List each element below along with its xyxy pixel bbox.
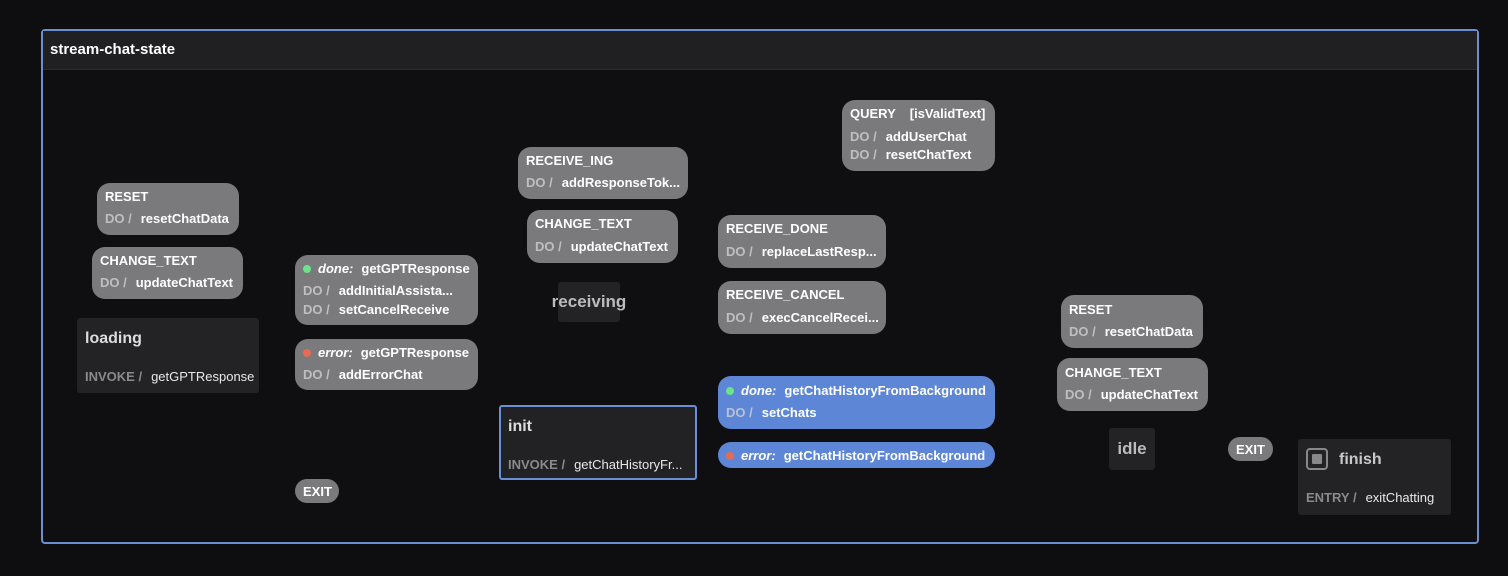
event-change-text-loading-label: CHANGE_TEXT [100,253,197,268]
state-init[interactable]: init INVOKE /getChatHistoryFr... [499,405,697,480]
event-query[interactable]: QUERY[isValidText] DO /addUserChat DO /r… [842,100,995,171]
state-receiving-name: receiving [551,292,627,311]
event-done-history-action: DO /setChats [726,405,817,420]
final-state-icon [1306,448,1328,470]
state-loading-invoke: INVOKE /getGPTResponse [85,369,255,384]
event-error-gpt-action: DO /addErrorChat [303,367,423,382]
event-reset-idle-label: RESET [1069,302,1113,317]
state-finish-name: finish [1339,451,1382,468]
event-receive-cancel-label: RECEIVE_CANCEL [726,287,845,302]
error-dot-icon [303,349,311,357]
event-exit-idle[interactable]: EXIT [1228,437,1273,461]
event-change-text-receiving[interactable]: CHANGE_TEXT DO /updateChatText [527,210,678,263]
event-receive-ing-action: DO /addResponseTok... [526,175,680,190]
done-dot-icon [726,387,734,395]
event-done-gpt-label: done:getGPTResponse [303,261,470,276]
event-reset-idle-action: DO /resetChatData [1069,324,1193,339]
event-reset-loading-action: DO /resetChatData [105,211,229,226]
state-finish[interactable]: finish ENTRY /exitChatting [1298,439,1451,515]
state-finish-entry: ENTRY /exitChatting [1306,490,1435,505]
event-query-guard: [isValidText] [909,106,986,121]
event-query-action-2: DO /resetChatText [850,147,972,162]
event-query-label: QUERY[isValidText] [850,106,986,121]
event-reset-loading[interactable]: RESET DO /resetChatData [97,183,239,235]
event-error-gpt-label: error:getGPTResponse [303,345,469,360]
event-change-text-idle-action: DO /updateChatText [1065,387,1198,402]
state-loading-name: loading [85,330,142,347]
state-idle-name: idle [1117,439,1147,458]
event-receive-done-label: RECEIVE_DONE [726,221,828,236]
event-done-history[interactable]: done:getChatHistoryFromBackground DO /se… [718,376,995,429]
event-reset-idle[interactable]: RESET DO /resetChatData [1061,295,1203,348]
event-exit-idle-label: EXIT [1236,442,1265,457]
error-dot-icon [726,452,734,460]
event-receive-done-action: DO /replaceLastResp... [726,244,877,259]
event-done-history-label: done:getChatHistoryFromBackground [726,383,986,398]
event-change-text-receiving-action: DO /updateChatText [535,239,668,254]
event-error-history-label: error:getChatHistoryFromBackground [726,448,985,463]
event-query-action-1: DO /addUserChat [850,129,967,144]
event-error-gpt[interactable]: error:getGPTResponse DO /addErrorChat [295,339,478,390]
state-loading[interactable]: loading INVOKE /getGPTResponse [77,318,259,393]
state-init-invoke: INVOKE /getChatHistoryFr... [508,457,683,472]
machine-header: stream-chat-state [43,31,1477,70]
done-dot-icon [303,265,311,273]
event-done-gpt-action-2: DO /setCancelReceive [303,302,450,317]
event-change-text-idle[interactable]: CHANGE_TEXT DO /updateChatText [1057,358,1208,411]
machine-title: stream-chat-state [50,41,176,58]
event-change-text-loading-action: DO /updateChatText [100,275,233,290]
event-error-history[interactable]: error:getChatHistoryFromBackground [718,442,995,468]
event-receive-done[interactable]: RECEIVE_DONE DO /replaceLastResp... [718,215,886,268]
event-change-text-idle-label: CHANGE_TEXT [1065,365,1162,380]
event-exit-loading-label: EXIT [303,484,332,499]
event-change-text-receiving-label: CHANGE_TEXT [535,216,632,231]
event-change-text-loading[interactable]: CHANGE_TEXT DO /updateChatText [92,247,243,299]
event-reset-loading-label: RESET [105,189,149,204]
event-receive-cancel[interactable]: RECEIVE_CANCEL DO /execCancelRecei... [718,281,886,334]
event-receive-ing-label: RECEIVE_ING [526,153,614,168]
event-done-gpt[interactable]: done:getGPTResponse DO /addInitialAssist… [295,255,478,325]
event-exit-loading[interactable]: EXIT [295,479,339,503]
event-receive-cancel-action: DO /execCancelRecei... [726,310,879,325]
event-done-gpt-action-1: DO /addInitialAssista... [303,283,453,298]
state-init-name: init [508,418,532,435]
event-receive-ing[interactable]: RECEIVE_ING DO /addResponseTok... [518,147,688,199]
state-idle[interactable]: idle [1109,428,1155,470]
state-receiving[interactable]: receiving [551,282,627,322]
